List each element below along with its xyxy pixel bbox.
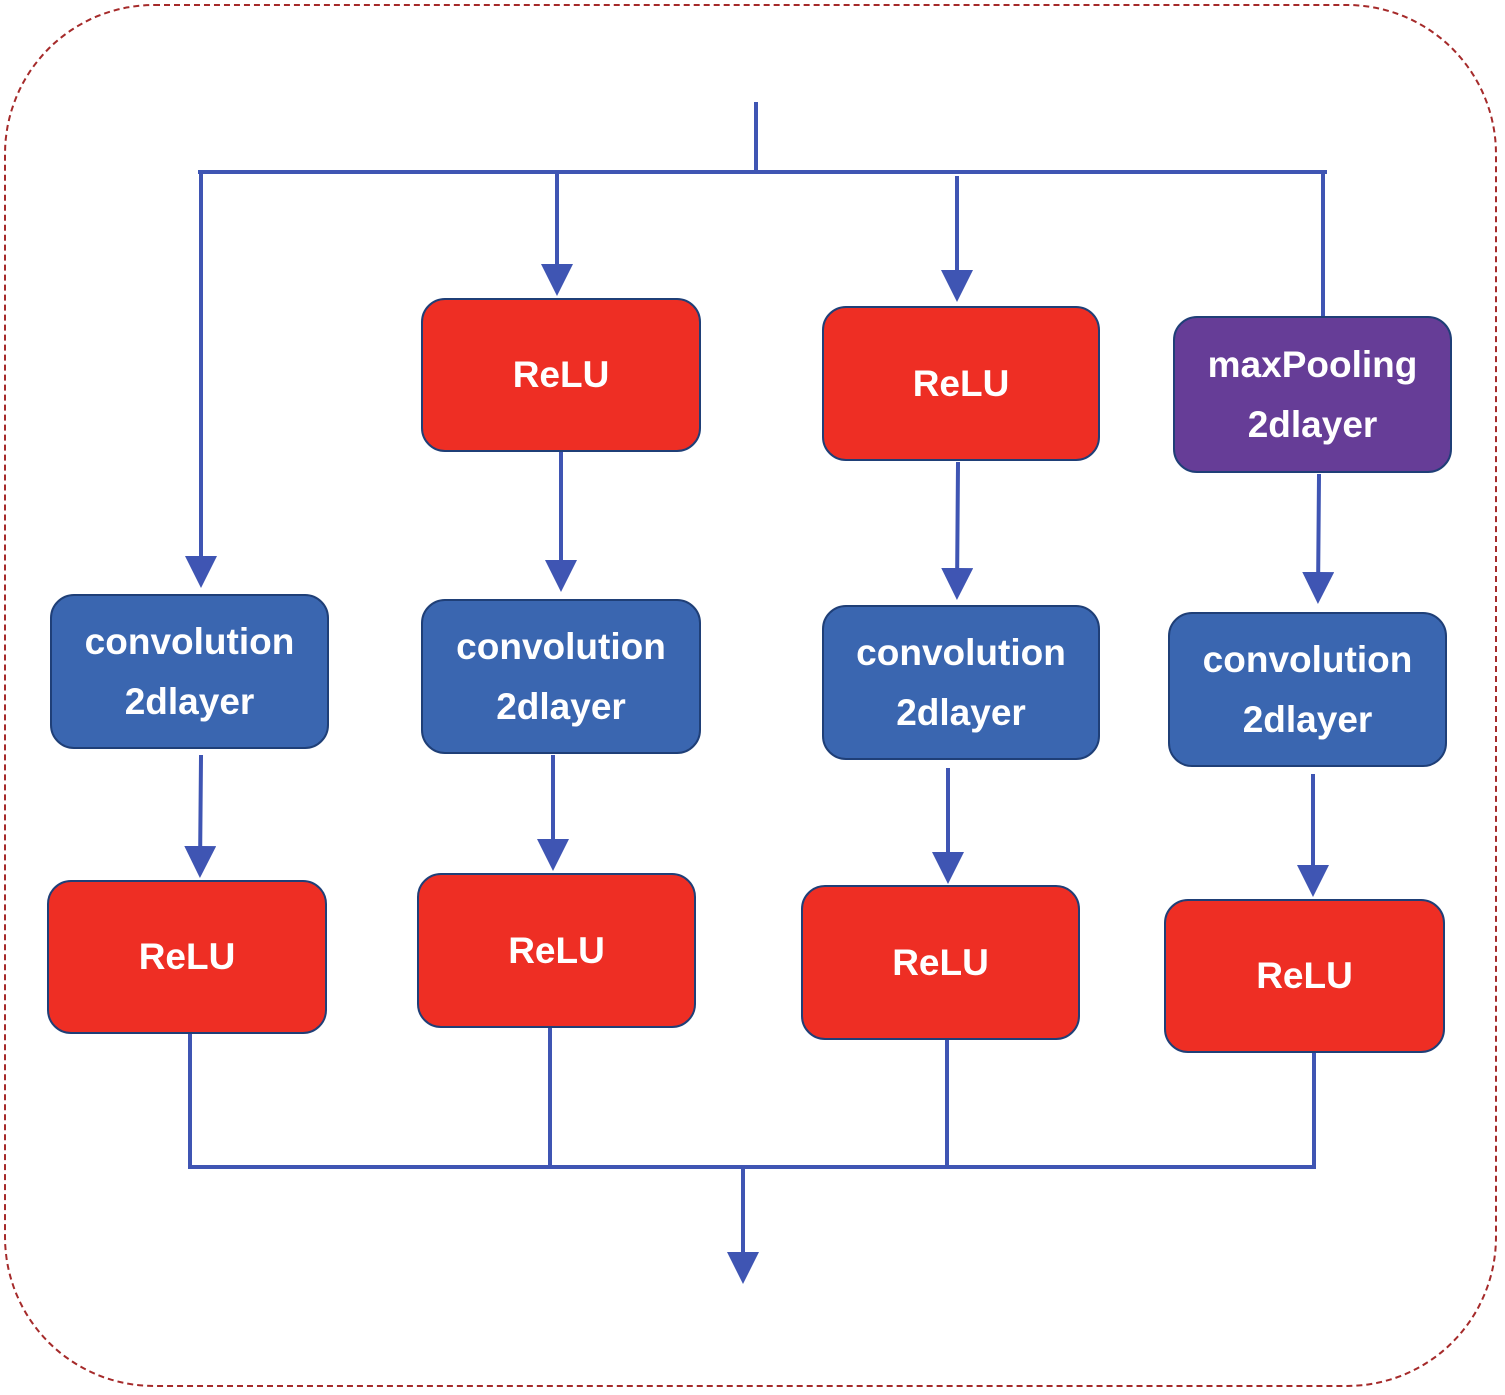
relu-node-b1: ReLU [421,298,701,452]
node-label-line2: 2dlayer [1242,698,1373,740]
convolution-node-c: convolution 2dlayer [822,605,1100,760]
relu-node-d2: ReLU [1164,899,1445,1053]
node-label: ReLU [138,936,236,978]
arrow-maxpool-to-conv-d [1302,473,1335,604]
node-label: ReLU [892,941,989,983]
node-label-line2: 2dlayer [124,680,255,722]
relu-node-c1: ReLU [822,306,1100,461]
node-label: ReLU [508,929,605,971]
node-label: ReLU [912,362,1010,404]
relu-node-b2: ReLU [417,873,696,1028]
node-label-line1: maxPooling [1207,344,1418,386]
node-label: ReLU [512,354,610,396]
relu-node-c2: ReLU [801,885,1080,1040]
node-label-line1: convolution [84,621,295,663]
relu-node-a2: ReLU [47,880,327,1034]
convolution-node-a: convolution 2dlayer [50,594,329,749]
node-label: ReLU [1256,955,1353,997]
arrow-conv-a-to-relu-a2 [184,754,217,878]
dashed-frame [4,4,1497,1387]
node-label-line2: 2dlayer [1247,403,1378,445]
maxpooling-node-d1: maxPooling 2dlayer [1173,316,1452,473]
convolution-node-b: convolution 2dlayer [421,599,701,754]
node-label-line1: convolution [856,632,1066,674]
node-label-line1: convolution [456,626,666,668]
node-label-line1: convolution [1202,639,1413,681]
arrow-relu-c1-to-conv-c [941,461,974,600]
node-label-line2: 2dlayer [496,685,626,727]
convolution-node-d: convolution 2dlayer [1168,612,1447,767]
node-label-line2: 2dlayer [896,691,1026,733]
